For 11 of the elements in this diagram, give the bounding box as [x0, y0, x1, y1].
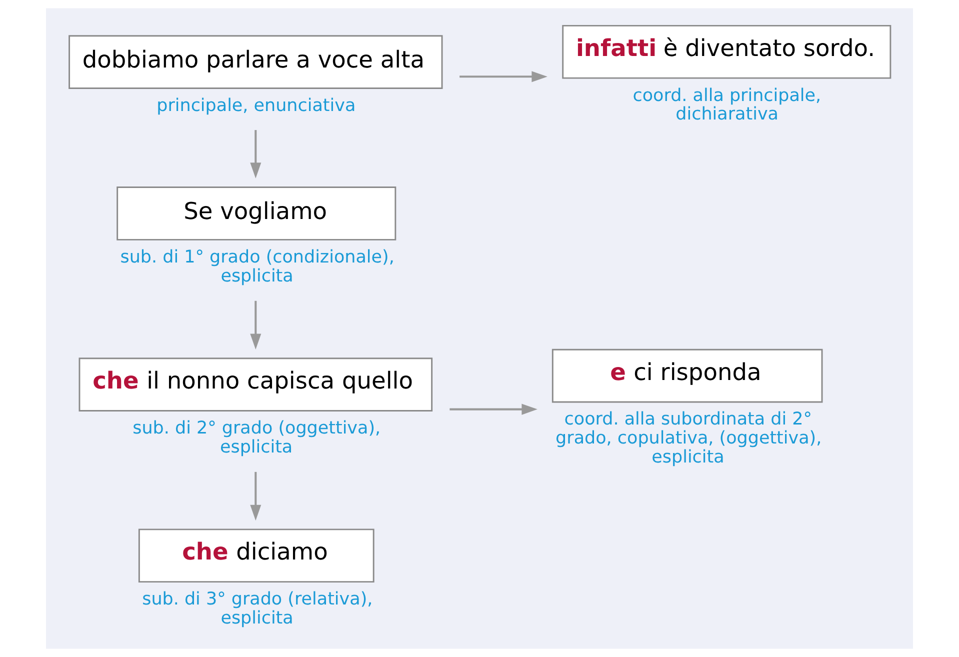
arrow — [460, 71, 548, 82]
node-label: sub. di 2° grado (oggettiva), esplicita — [132, 418, 381, 458]
node-label: sub. di 1° grado (condizionale), esplicita — [120, 247, 394, 286]
arrow — [250, 472, 262, 521]
arrow — [450, 404, 538, 415]
arrow — [250, 130, 262, 178]
node-label: sub. di 3° grado (relativa), esplicita — [142, 590, 373, 628]
node-label: principale, enunciativa — [156, 96, 356, 116]
arrow — [250, 300, 262, 350]
node-label: coord. alla subordinata di 2° grado, copulativa, (oggettiva), esplicita — [556, 410, 822, 468]
node-label: coord. alla principale, dichiarativa — [632, 86, 822, 125]
